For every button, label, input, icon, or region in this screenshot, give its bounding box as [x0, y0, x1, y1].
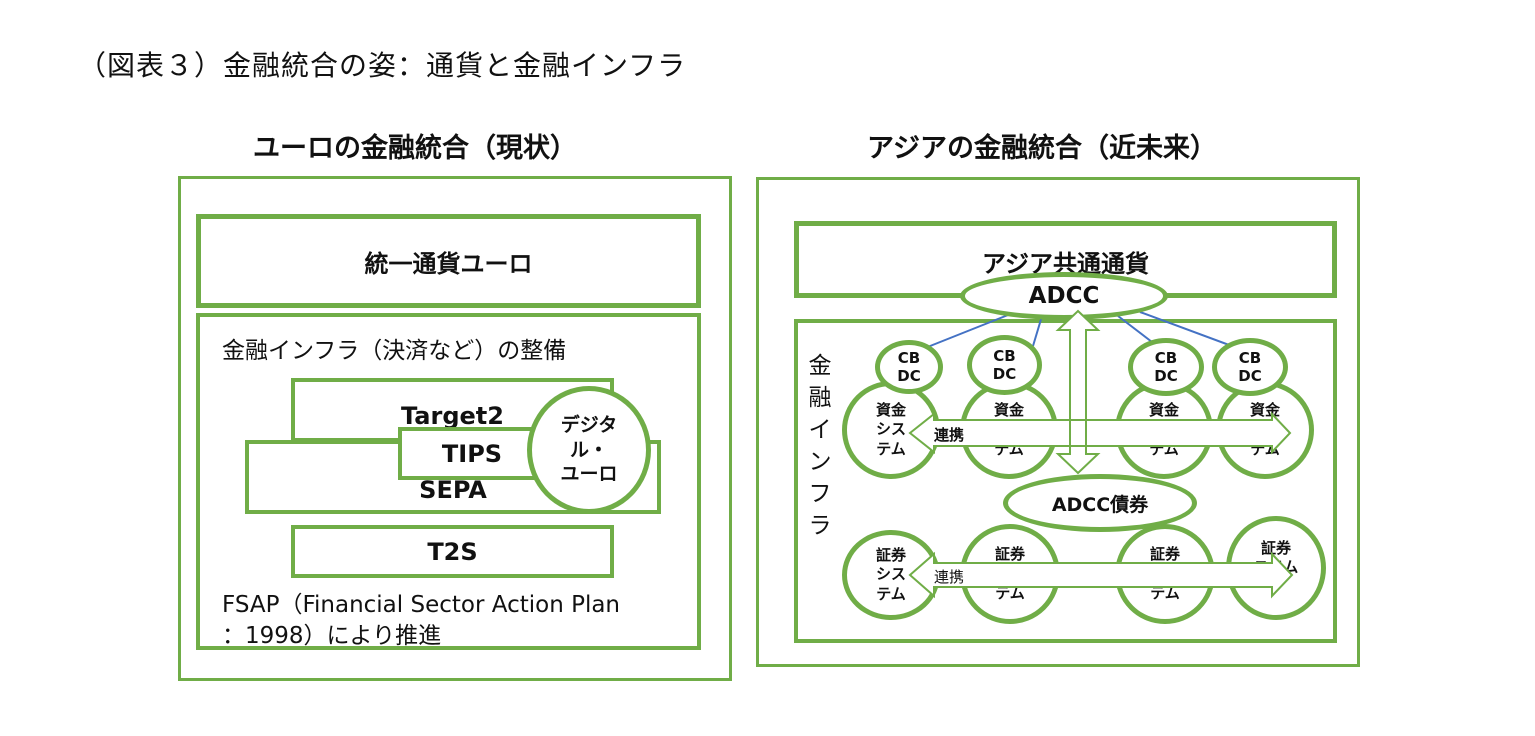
sec-system-text: シス	[875, 565, 906, 584]
fsap-note: FSAP（Financial Sector Action Plan ：1998）…	[222, 590, 620, 652]
infra-char: 金	[808, 353, 832, 379]
digital-euro-line1: デジタ	[560, 413, 618, 436]
asia-section-title: アジアの金融統合（近未来）	[867, 133, 1217, 164]
asia-infra-vertical-label: 金 融 イ ン フ ラ	[806, 350, 834, 542]
t2s-box: T2S	[291, 525, 614, 578]
adcc-bond-label: ADCC債券	[1051, 493, 1149, 516]
tips-box: TIPS	[398, 427, 546, 480]
cbdc-text: DC	[897, 367, 921, 385]
sec-system-text: 証券	[1149, 544, 1180, 563]
sec-link-arrow	[908, 551, 1294, 599]
tips-label: TIPS	[441, 439, 503, 468]
fund-system-text: 資金	[875, 400, 906, 419]
vertical-link-arrow	[1055, 309, 1101, 475]
digital-euro-line3: ユーロ	[560, 463, 618, 486]
sec-system-text: 証券	[1260, 538, 1291, 557]
figure-title: （図表３）金融統合の姿：通貨と金融インフラ	[78, 49, 687, 82]
sec-system-text: テム	[995, 583, 1025, 602]
euro-currency-box: 統一通貨ユーロ	[196, 214, 701, 308]
infra-char: フ	[808, 481, 832, 507]
sec-system-text: テム	[876, 584, 906, 603]
cbdc-text: DC	[1154, 367, 1178, 385]
digital-euro-circle: デジタ ル・ ユーロ	[527, 386, 651, 514]
infra-char: イ	[808, 417, 832, 443]
euro-currency-label: 統一通貨ユーロ	[364, 249, 533, 278]
digital-euro-line2: ル・	[569, 438, 608, 461]
sec-system-text: 証券	[994, 544, 1025, 563]
cbdc-circle-2: CB DC	[967, 335, 1042, 395]
infra-char: ン	[808, 449, 832, 475]
euro-infra-label: 金融インフラ（決済など）の整備	[222, 338, 567, 364]
fund-link-arrow	[908, 411, 1292, 455]
euro-panel	[178, 176, 732, 681]
sepa-label: SEPA	[419, 476, 487, 504]
adcc-bond-ellipse: ADCC債券	[1003, 474, 1197, 532]
cbdc-text: DC	[1238, 367, 1262, 385]
adcc-label: ADCC	[1028, 283, 1100, 309]
fund-system-text: テム	[876, 439, 906, 458]
cbdc-text: CB	[993, 347, 1016, 365]
infra-char: ラ	[808, 513, 832, 539]
fund-system-text: 資金	[1148, 400, 1179, 419]
fund-link-label: 連携	[934, 426, 965, 444]
sec-link-label: 連携	[934, 568, 965, 586]
fund-system-text: 資金	[993, 400, 1024, 419]
euro-section-title: ユーロの金融統合（現状）	[253, 133, 577, 164]
infra-char: 融	[808, 385, 832, 411]
target2-label: Target2	[401, 402, 504, 430]
fsap-line2: ：1998）により推進	[222, 623, 442, 649]
adcc-ellipse: ADCC	[960, 272, 1168, 320]
cbdc-circle-4: CB DC	[1212, 338, 1288, 396]
t2s-label: T2S	[427, 537, 478, 566]
fund-system-text: シス	[875, 420, 906, 439]
asia-panel	[756, 177, 1360, 667]
cbdc-text: CB	[1154, 349, 1178, 367]
fsap-line1: FSAP（Financial Sector Action Plan	[222, 592, 621, 618]
sec-system-text: テム	[1150, 583, 1180, 602]
cbdc-circle-3: CB DC	[1128, 338, 1204, 396]
cbdc-text: CB	[1238, 349, 1262, 367]
cbdc-text: DC	[992, 365, 1017, 383]
asia-currency-box: アジア共通通貨	[794, 221, 1337, 298]
cbdc-text: CB	[897, 349, 921, 367]
cbdc-circle-1: CB DC	[875, 340, 943, 394]
sec-system-text: 証券	[875, 545, 906, 564]
